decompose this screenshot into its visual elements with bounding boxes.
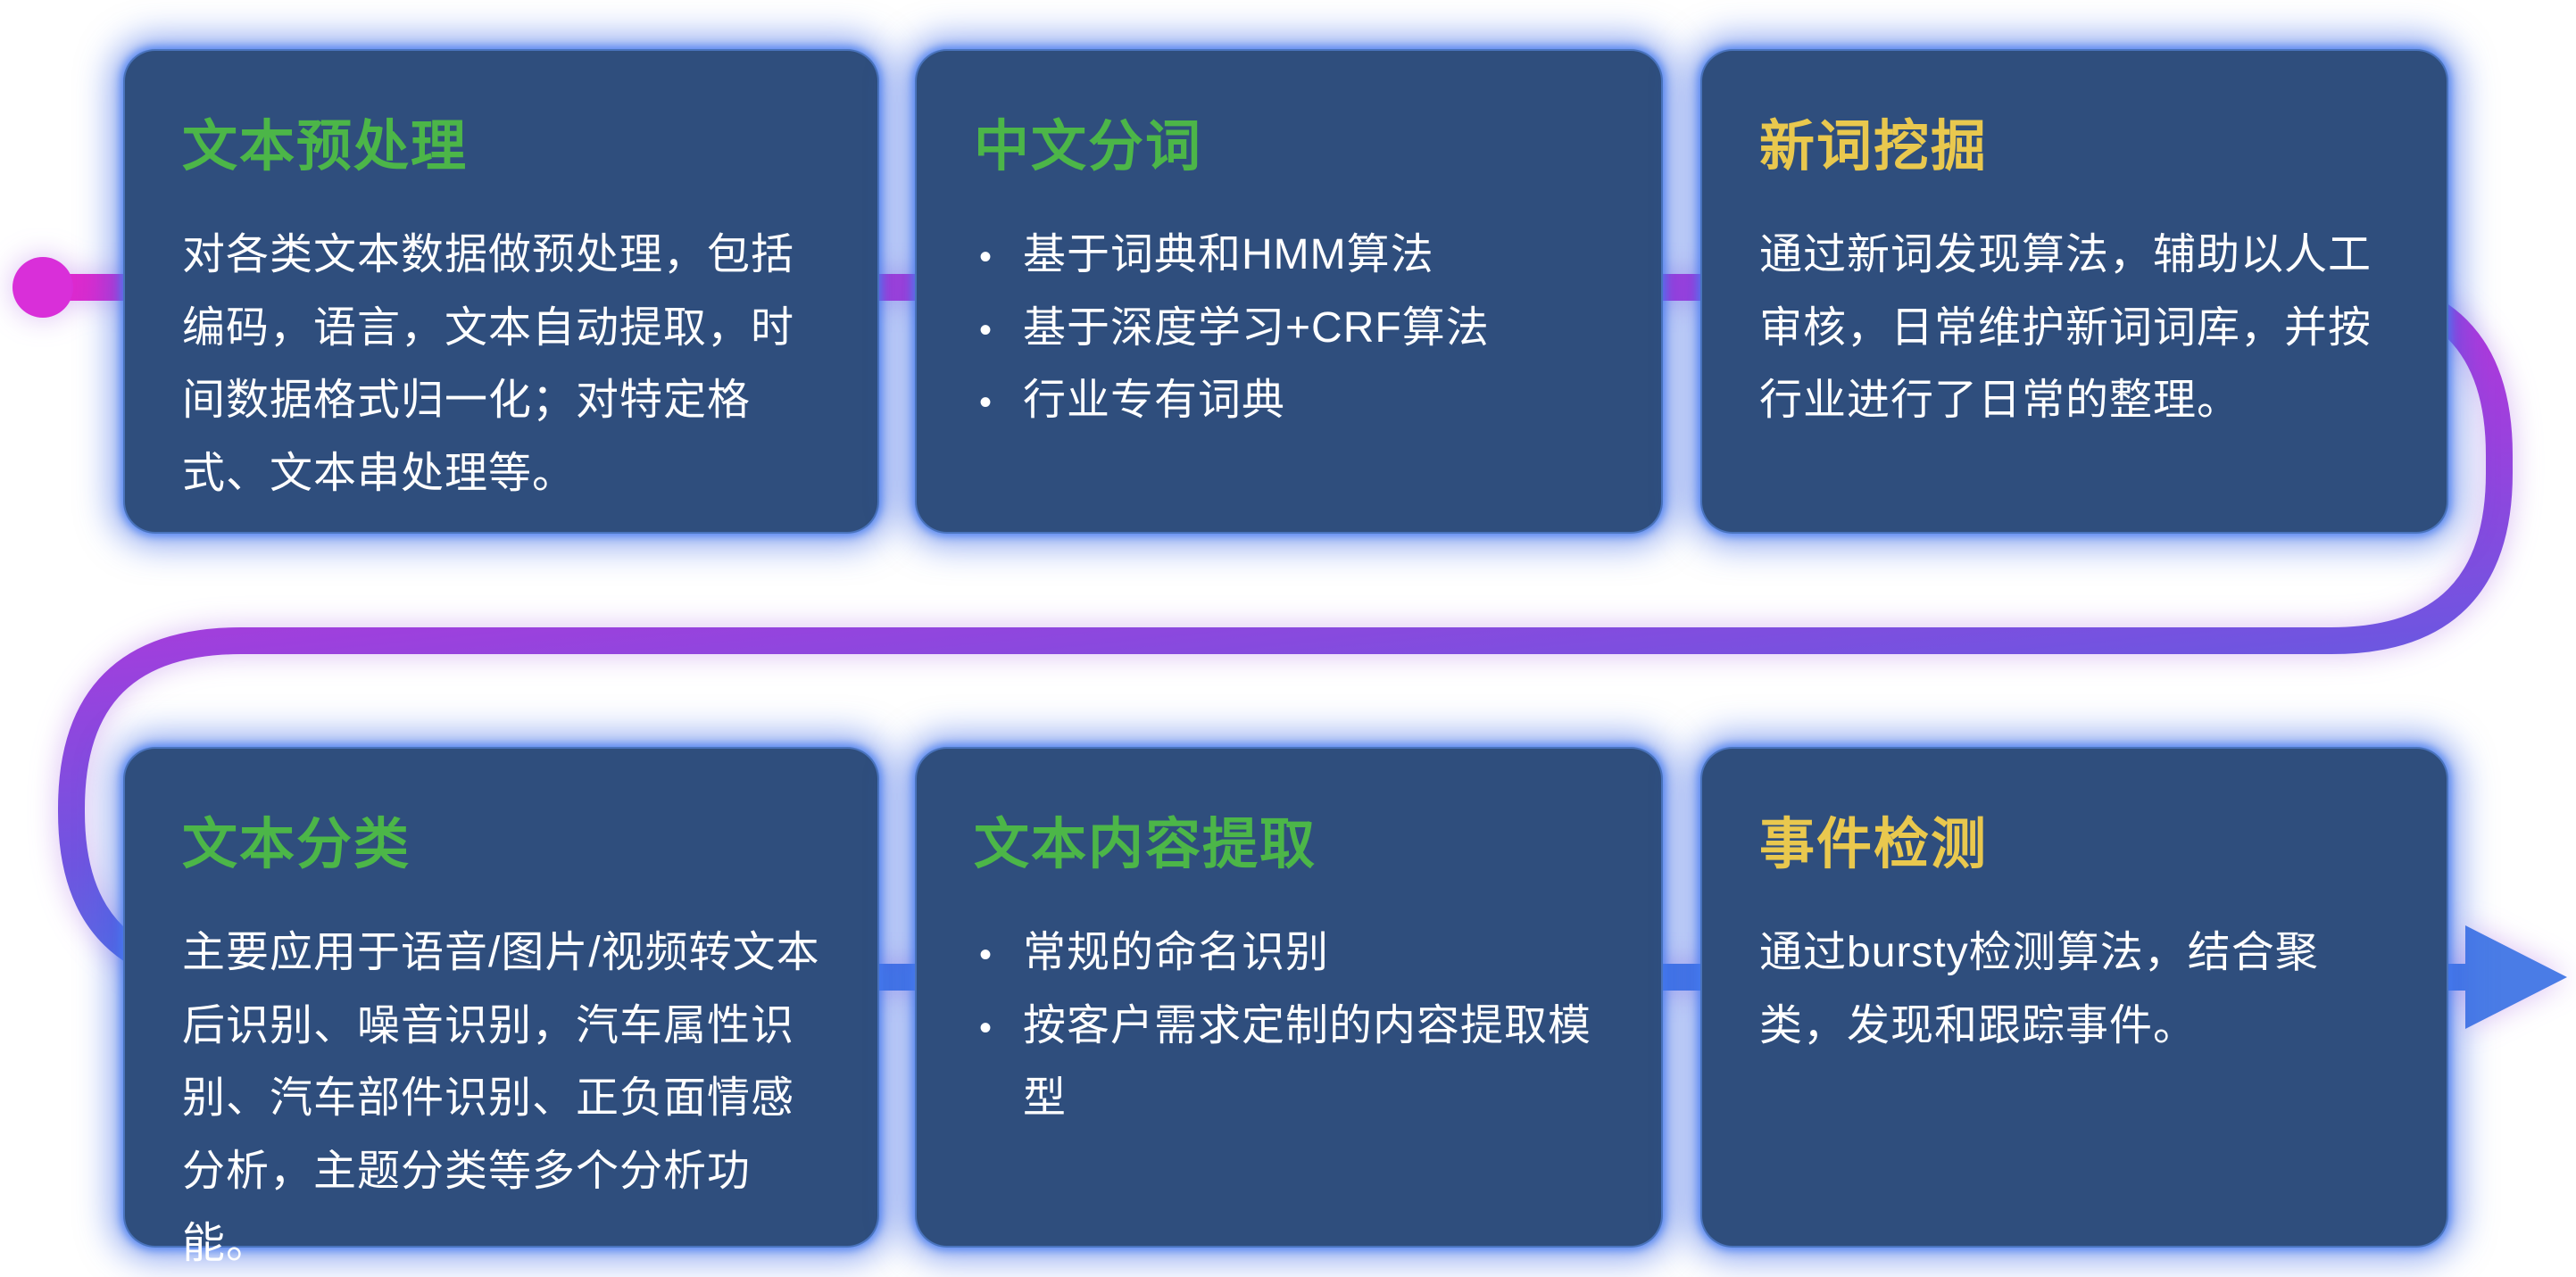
card-text-preprocessing: 文本预处理 对各类文本数据做预处理，包括编码，语言，文本自动提取，时间数据格式归… bbox=[123, 49, 879, 534]
card-title: 文本预处理 bbox=[182, 116, 469, 178]
bullet-icon: • bbox=[979, 1008, 993, 1048]
card-title: 中文分词 bbox=[974, 116, 1203, 178]
bullet-icon: • bbox=[979, 237, 993, 277]
flow-arrow-icon bbox=[2465, 925, 2567, 1029]
bullet-icon: • bbox=[979, 935, 993, 974]
bullet-text: 基于词典和HMM算法 bbox=[1023, 231, 1434, 278]
bullet-item: • 基于深度学习+CRF算法 bbox=[974, 292, 1604, 365]
bullet-item: • 按客户需求定制的内容提取模型 bbox=[974, 990, 1604, 1135]
card-chinese-word-segmentation: 中文分词 • 基于词典和HMM算法 • 基于深度学习+CRF算法 • 行业专有词… bbox=[915, 49, 1663, 534]
card-body: 对各类文本数据做预处理，包括编码，语言，文本自动提取，时间数据格式归一化；对特定… bbox=[182, 231, 795, 497]
card-title: 事件检测 bbox=[1759, 814, 1989, 875]
bullet-item: • 基于词典和HMM算法 bbox=[974, 219, 1604, 292]
card-bullet-list: • 常规的命名识别 • 按客户需求定制的内容提取模型 bbox=[974, 916, 1604, 1135]
bullet-item: • 常规的命名识别 bbox=[974, 916, 1604, 990]
bullet-icon: • bbox=[979, 310, 993, 350]
card-body: 通过bursty检测算法，结合聚类，发现和跟踪事件。 bbox=[1759, 929, 2319, 1049]
card-new-word-mining: 新词挖掘 通过新词发现算法，辅助以人工审核，日常维护新词词库，并按行业进行了日常… bbox=[1700, 49, 2448, 534]
bullet-text: 按客户需求定制的内容提取模型 bbox=[1023, 1001, 1592, 1123]
bullet-text: 行业专有词典 bbox=[1023, 377, 1286, 425]
card-event-detection: 事件检测 通过bursty检测算法，结合聚类，发现和跟踪事件。 bbox=[1700, 747, 2448, 1248]
card-title: 新词挖掘 bbox=[1759, 116, 1989, 178]
card-bullet-list: • 基于词典和HMM算法 • 基于深度学习+CRF算法 • 行业专有词典 bbox=[974, 219, 1604, 437]
card-text-classification: 文本分类 主要应用于语音/图片/视频转文本后识别、噪音识别，汽车属性识别、汽车部… bbox=[123, 747, 879, 1267]
bullet-text: 基于深度学习+CRF算法 bbox=[1023, 303, 1490, 352]
bullet-icon: • bbox=[979, 383, 993, 423]
card-title: 文本内容提取 bbox=[974, 814, 1317, 875]
flow-start-dot-icon bbox=[12, 257, 73, 318]
card-title: 文本分类 bbox=[182, 814, 411, 875]
card-text-content-extraction: 文本内容提取 • 常规的命名识别 • 按客户需求定制的内容提取模型 bbox=[915, 747, 1663, 1248]
card-body: 通过新词发现算法，辅助以人工审核，日常维护新词词库，并按行业进行了日常的整理。 bbox=[1759, 231, 2372, 425]
bullet-text: 常规的命名识别 bbox=[1023, 929, 1330, 976]
bullet-item: • 行业专有词典 bbox=[974, 364, 1604, 437]
flow-connector-line bbox=[39, 274, 2513, 991]
card-body: 主要应用于语音/图片/视频转文本后识别、噪音识别，汽车属性识别、汽车部件识别、正… bbox=[182, 929, 820, 1268]
